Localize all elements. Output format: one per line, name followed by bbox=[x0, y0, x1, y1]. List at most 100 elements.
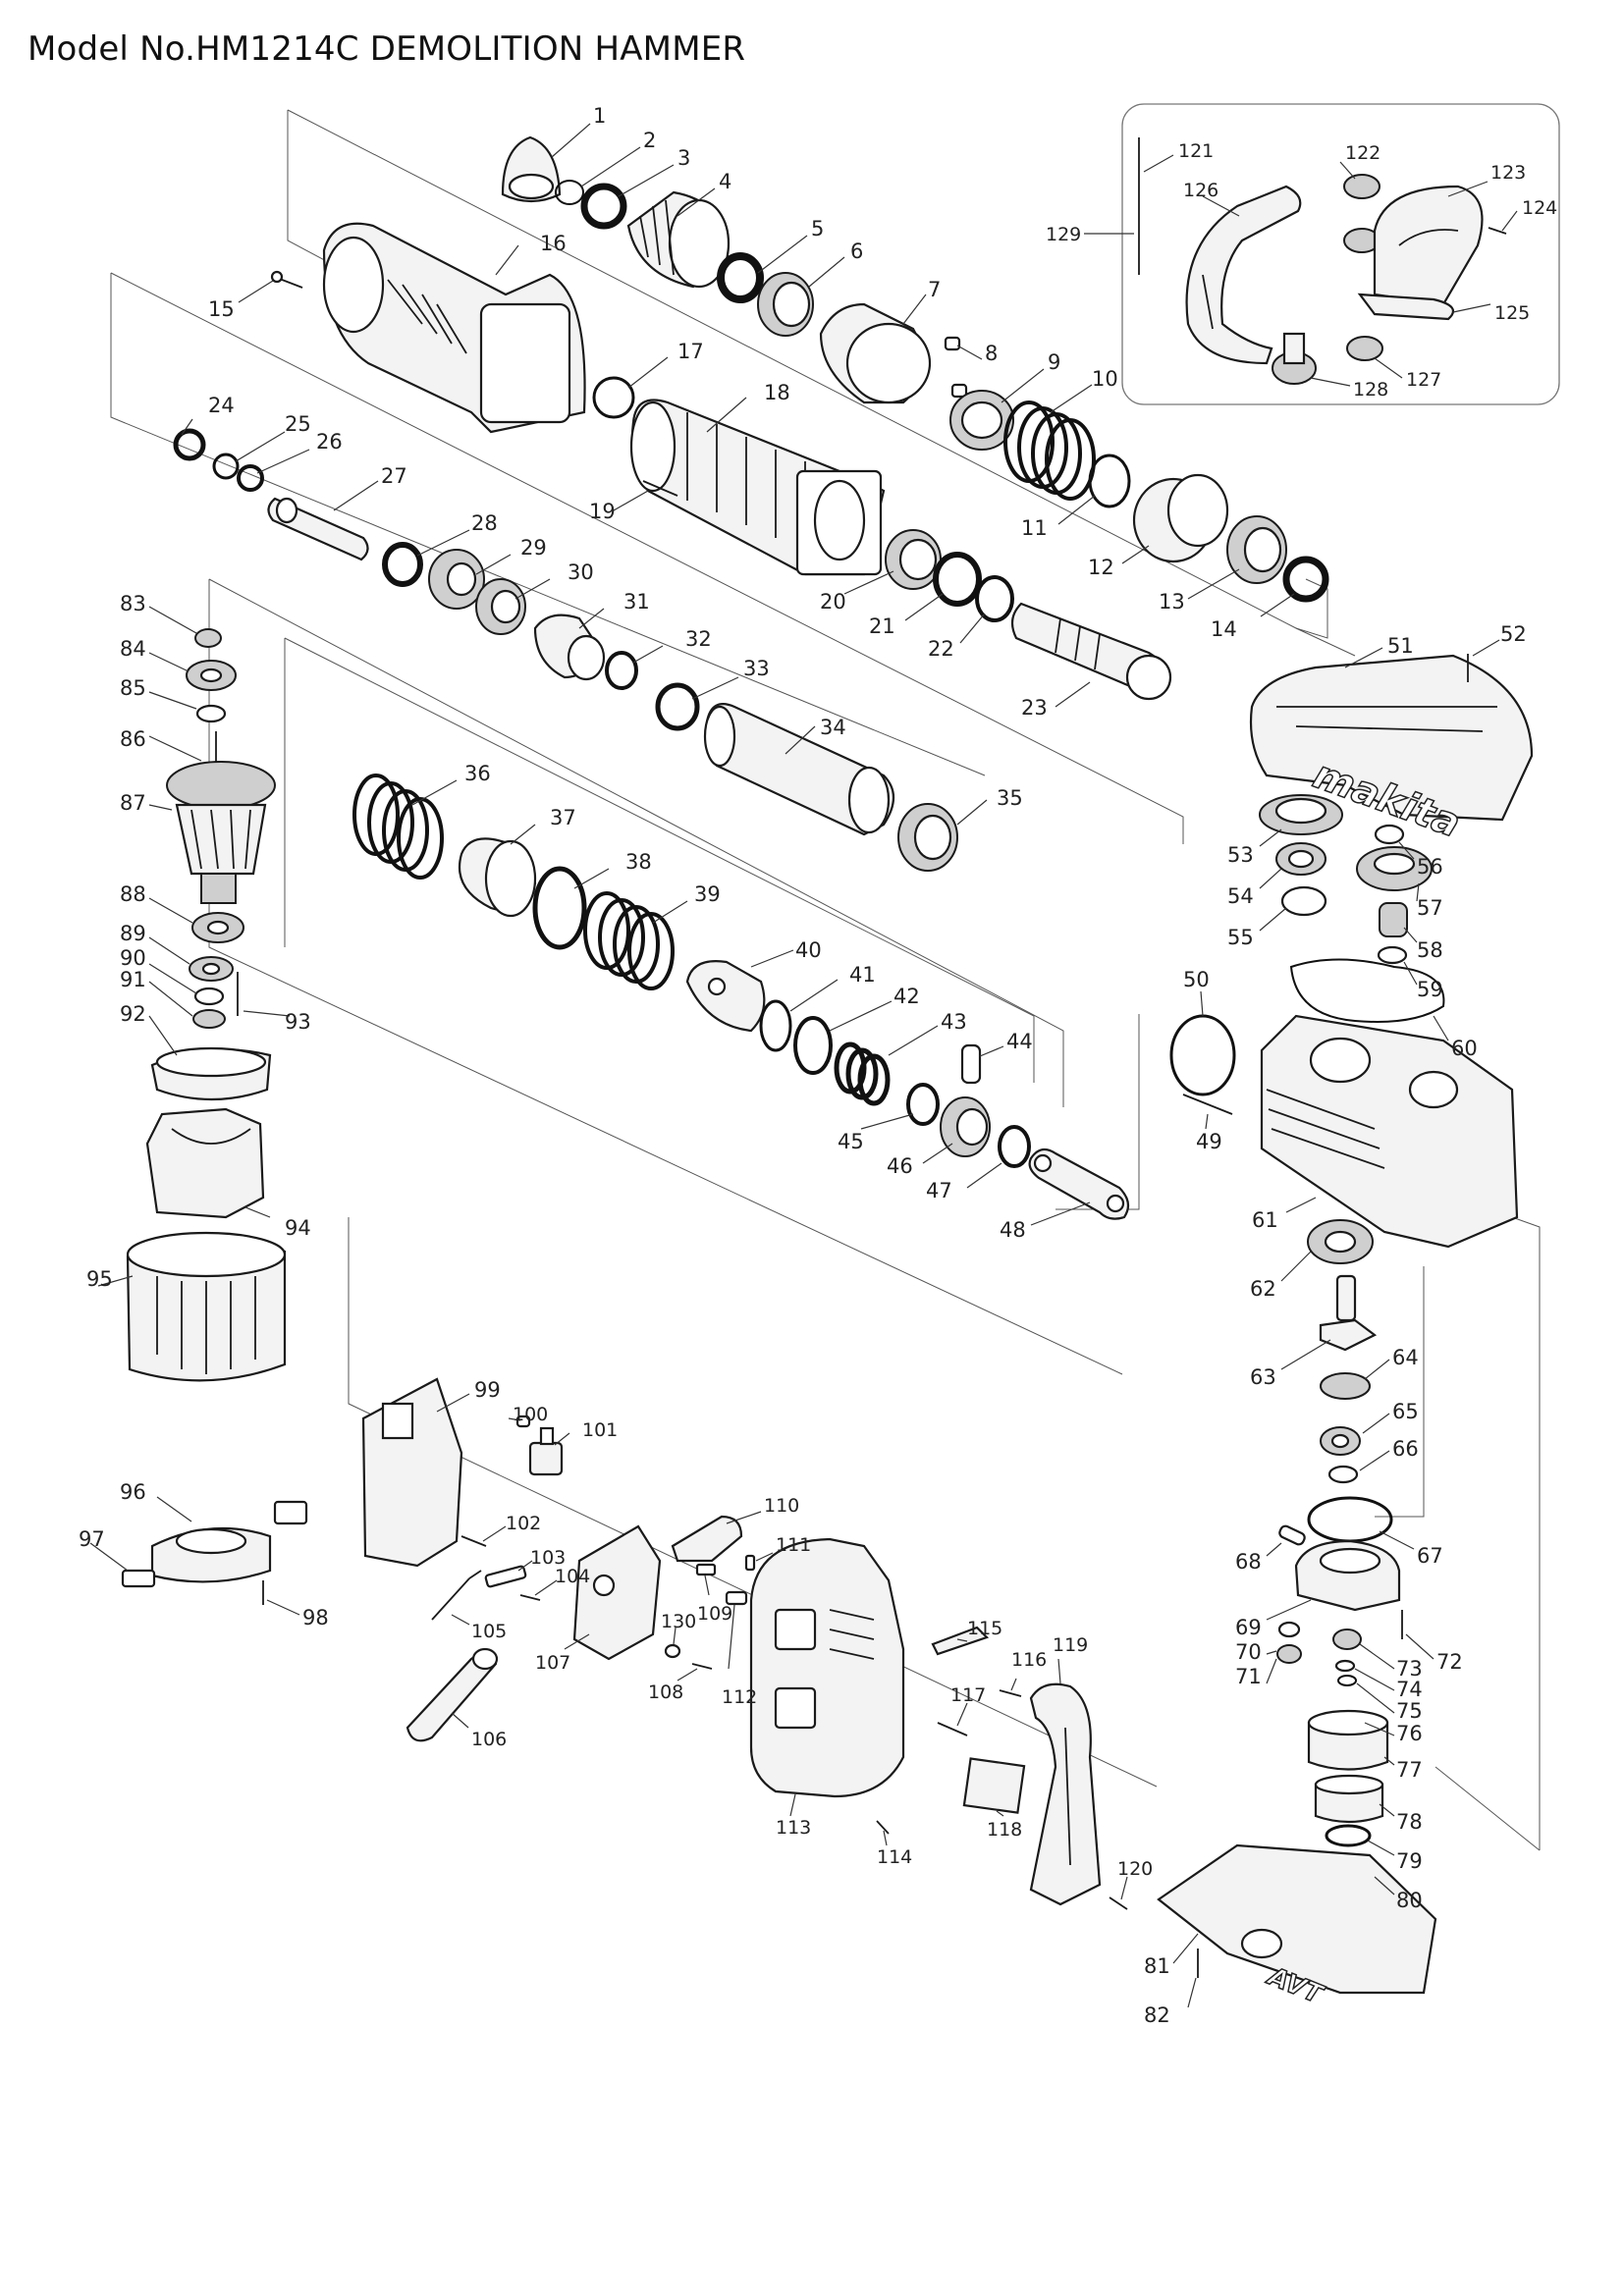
part-label-54: 54 bbox=[1227, 884, 1254, 908]
part-51-cover: makita bbox=[1249, 654, 1534, 847]
part-119-grip bbox=[1029, 1682, 1102, 1906]
part-label-36: 36 bbox=[464, 762, 491, 785]
part-117-screw bbox=[937, 1722, 968, 1736]
part-104-screw bbox=[519, 1594, 541, 1601]
part-label-71: 71 bbox=[1235, 1665, 1262, 1688]
part-label-57: 57 bbox=[1417, 896, 1443, 920]
part-label-70: 70 bbox=[1235, 1640, 1262, 1664]
part-113-handle-housing bbox=[749, 1537, 905, 1798]
part-label-31: 31 bbox=[623, 590, 650, 614]
part-label-16: 16 bbox=[540, 232, 567, 255]
part-8-pins bbox=[944, 336, 968, 399]
part-label-93: 93 bbox=[285, 1010, 311, 1034]
part-87-armature bbox=[166, 761, 276, 904]
part-75-ring bbox=[1337, 1675, 1357, 1686]
part-103-clamp bbox=[484, 1565, 527, 1588]
part-label-58: 58 bbox=[1417, 938, 1443, 962]
part-35-ring bbox=[897, 803, 958, 872]
part-37-sleeve bbox=[458, 837, 537, 918]
part-label-77: 77 bbox=[1396, 1758, 1423, 1782]
part-label-88: 88 bbox=[120, 882, 146, 906]
part-label-96: 96 bbox=[120, 1480, 146, 1504]
part-label-125: 125 bbox=[1494, 302, 1530, 324]
part-label-43: 43 bbox=[941, 1010, 967, 1034]
part-2-ring bbox=[555, 180, 584, 205]
part-16-barrel-housing bbox=[322, 222, 586, 434]
part-69-inner-housing bbox=[1294, 1539, 1401, 1612]
part-65-bearing bbox=[1320, 1426, 1361, 1456]
part-label-76: 76 bbox=[1396, 1722, 1423, 1745]
part-19-bolt bbox=[642, 480, 678, 497]
part-15-screw bbox=[270, 270, 303, 289]
part-42-ring bbox=[793, 1016, 833, 1075]
part-label-21: 21 bbox=[869, 614, 895, 638]
part-label-35: 35 bbox=[997, 786, 1023, 810]
part-116-screw bbox=[999, 1689, 1022, 1697]
part-label-66: 66 bbox=[1392, 1437, 1419, 1461]
part-22-oring bbox=[975, 575, 1014, 622]
part-label-109: 109 bbox=[697, 1603, 732, 1625]
part-109-clip bbox=[695, 1563, 717, 1576]
part-label-17: 17 bbox=[677, 340, 704, 363]
part-label-119: 119 bbox=[1053, 1634, 1088, 1656]
part-5-ring bbox=[717, 252, 764, 303]
part-77-weight bbox=[1307, 1709, 1389, 1771]
part-label-4: 4 bbox=[719, 170, 731, 193]
part-102-screw bbox=[460, 1535, 487, 1547]
part-13-bearing bbox=[1226, 515, 1287, 584]
part-91-ring bbox=[192, 1009, 226, 1029]
part-68-pin bbox=[1278, 1524, 1306, 1546]
part-127-nut bbox=[1346, 336, 1383, 361]
part-label-19: 19 bbox=[589, 500, 616, 523]
part-label-101: 101 bbox=[582, 1419, 618, 1441]
part-130-ring bbox=[664, 1643, 681, 1659]
part-label-9: 9 bbox=[1048, 350, 1060, 374]
part-label-120: 120 bbox=[1117, 1858, 1153, 1880]
part-95-motor-housing bbox=[126, 1231, 287, 1382]
part-10-spring bbox=[1003, 400, 1096, 501]
part-label-34: 34 bbox=[820, 716, 846, 739]
part-128-knob bbox=[1272, 332, 1317, 385]
part-label-53: 53 bbox=[1227, 843, 1254, 867]
part-99-switch-holder bbox=[361, 1377, 463, 1568]
part-89-bearing bbox=[189, 956, 234, 982]
part-label-90: 90 bbox=[120, 946, 146, 970]
part-label-39: 39 bbox=[694, 882, 721, 906]
part-label-87: 87 bbox=[120, 791, 146, 815]
part-101-switch bbox=[528, 1426, 564, 1476]
part-123-band bbox=[1373, 185, 1484, 306]
part-9-washer bbox=[949, 390, 1014, 451]
part-34-piston-cylinder bbox=[703, 703, 895, 836]
part-112-spring bbox=[725, 1590, 748, 1606]
part-label-13: 13 bbox=[1159, 590, 1185, 614]
part-label-25: 25 bbox=[285, 412, 311, 436]
part-label-75: 75 bbox=[1396, 1699, 1423, 1723]
part-label-41: 41 bbox=[849, 963, 876, 987]
part-39-spring bbox=[583, 891, 675, 990]
part-59-washer bbox=[1377, 945, 1408, 965]
part-122-grip-nut bbox=[1343, 174, 1380, 253]
part-83-cap bbox=[194, 628, 222, 648]
part-label-37: 37 bbox=[550, 806, 576, 829]
part-44-pin bbox=[960, 1043, 982, 1085]
part-label-86: 86 bbox=[120, 727, 146, 751]
part-label-48: 48 bbox=[1000, 1218, 1026, 1242]
part-label-104: 104 bbox=[555, 1566, 590, 1587]
part-115-plate bbox=[931, 1626, 990, 1656]
part-111-pin bbox=[744, 1554, 756, 1572]
part-label-65: 65 bbox=[1392, 1400, 1419, 1423]
part-61-crank-housing bbox=[1260, 1014, 1519, 1249]
part-26-oring bbox=[237, 464, 264, 492]
part-23-tool-holder bbox=[1010, 602, 1172, 701]
part-label-102: 102 bbox=[506, 1513, 541, 1534]
part-71-cap bbox=[1276, 1644, 1302, 1664]
part-label-14: 14 bbox=[1211, 617, 1237, 641]
part-78-damper bbox=[1314, 1774, 1384, 1824]
part-label-22: 22 bbox=[928, 637, 954, 661]
page-title: Model No.HM1214C DEMOLITION HAMMER bbox=[27, 29, 746, 69]
part-label-110: 110 bbox=[764, 1495, 799, 1517]
part-label-128: 128 bbox=[1353, 379, 1388, 400]
part-label-7: 7 bbox=[928, 278, 941, 301]
part-79-oring bbox=[1325, 1824, 1372, 1847]
